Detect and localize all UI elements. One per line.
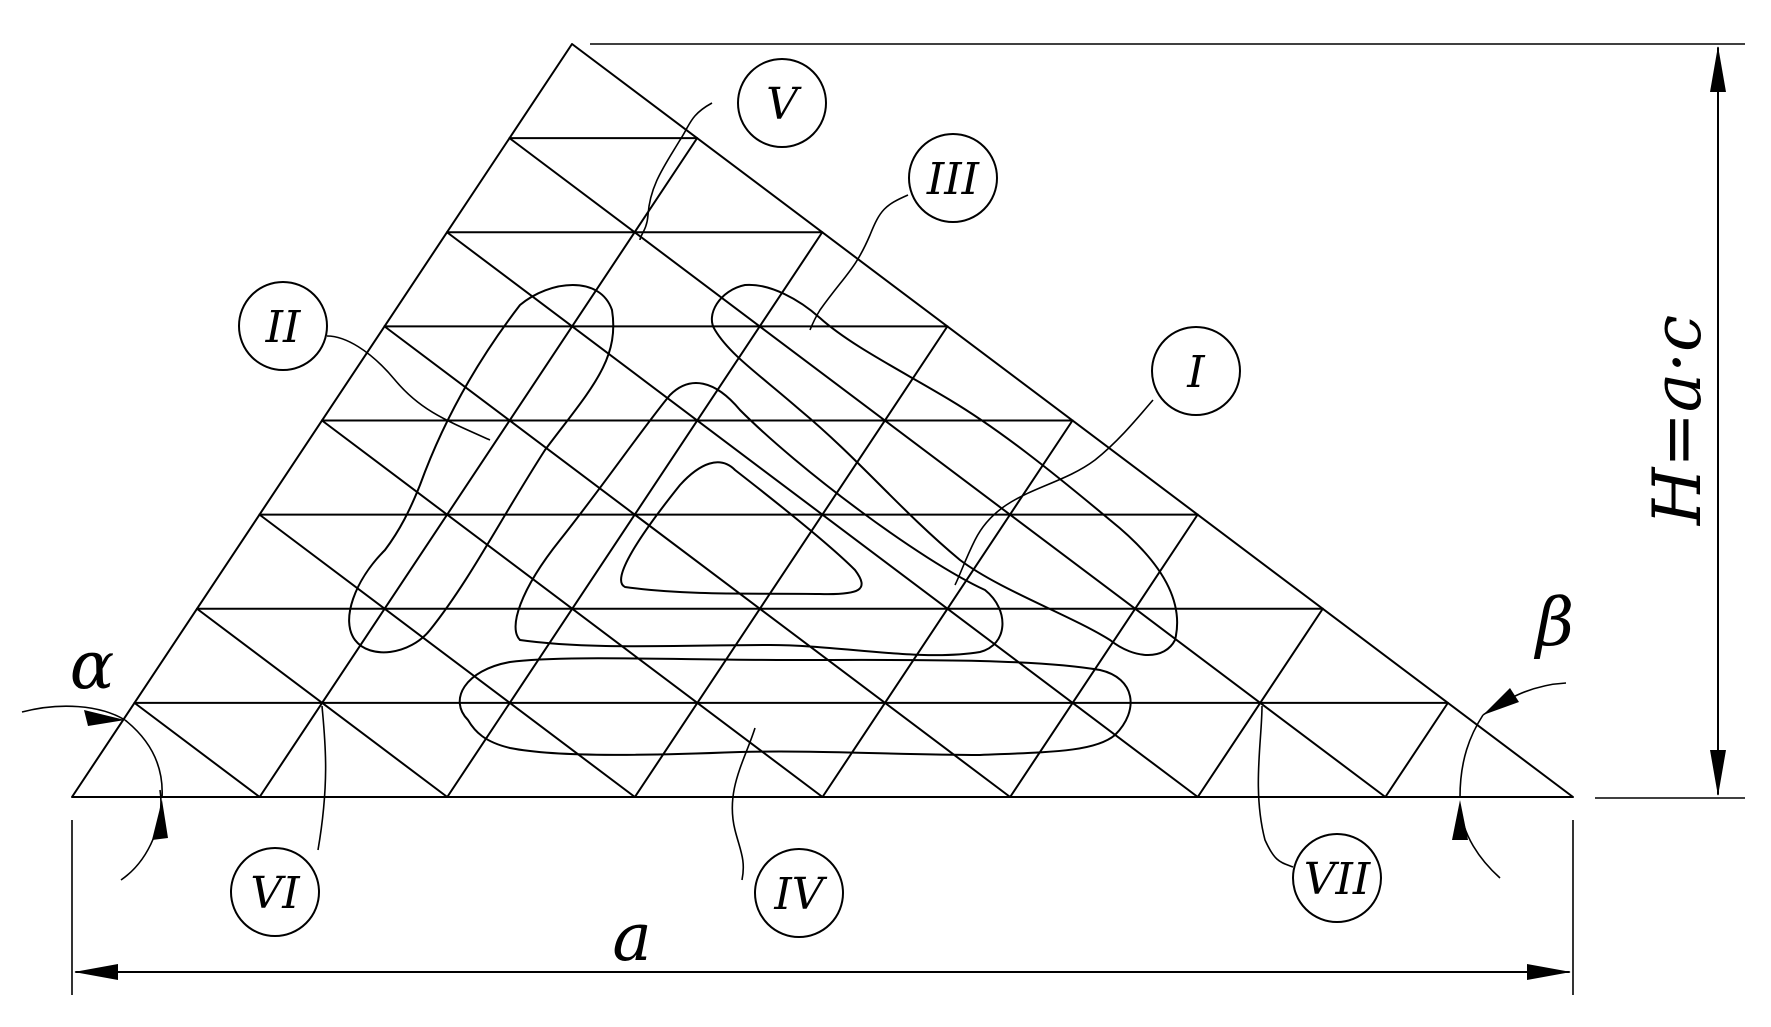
base-arrow-left [74,964,118,980]
leader-IV [731,727,756,881]
circle-V [737,58,827,148]
grid-line-right-parallel [196,607,449,798]
circle-IV [754,848,844,938]
leader-II [326,335,491,441]
contour-I [620,461,863,596]
grid-line-left-parallel [1196,607,1324,798]
beta-arrow-top [1483,688,1519,715]
height-label: H=a·c [1639,315,1716,526]
circle-I [1151,326,1241,416]
contour-III [710,283,1179,656]
circle-VII [1292,833,1382,923]
leader-V [639,102,713,241]
zone-circles: V III II I VI IV VII [230,58,1382,938]
triangle-grid [133,137,1449,798]
label-VI: VI [250,868,301,919]
grid-line-left-parallel [821,419,1074,798]
leader-lines [317,102,1294,881]
leader-III [809,194,909,331]
angle-beta-label: β [1533,584,1574,661]
angle-alpha-label: α [70,627,115,704]
circle-II [238,281,328,371]
contour-inner-triangle [514,382,1004,657]
leader-VII [1257,705,1294,868]
beta-arrow-bottom [1452,800,1468,840]
angle-beta-marker: β [1452,584,1574,879]
label-III: III [926,154,981,205]
grid-line-right-parallel [258,513,636,798]
grid-line-right-parallel [133,701,261,798]
label-V: V [766,79,802,130]
height-dimension: H=a·c [590,43,1745,799]
circle-VI [230,847,320,937]
triangle-outline [71,43,1574,798]
leader-VI [317,705,327,851]
alpha-arrow-bottom [152,800,168,840]
grid-line-left-parallel [1009,513,1199,798]
angle-alpha-marker: α [21,627,168,881]
height-arrow-bottom [1710,750,1726,796]
contour-regions [348,283,1179,756]
label-II: II [265,302,302,353]
grid-line-right-parallel [508,137,1387,798]
base-label: a [612,899,651,976]
contour-IV [458,657,1132,756]
circle-III [908,133,998,223]
grid-line-left-parallel [258,137,699,798]
leader-I [954,399,1154,586]
label-VII: VII [1304,854,1372,905]
grid-line-left-parallel [633,325,949,798]
label-I: I [1186,347,1206,398]
grid-line-right-parallel [383,325,1012,798]
grid-line-right-parallel [321,419,824,798]
base-arrow-right [1527,964,1571,980]
label-IV: IV [773,869,827,920]
alpha-arrow-top [84,710,125,726]
contour-II [348,284,615,654]
base-dimension: a [71,820,1574,995]
height-arrow-top [1710,46,1726,92]
grid-line-left-parallel [1384,701,1449,798]
